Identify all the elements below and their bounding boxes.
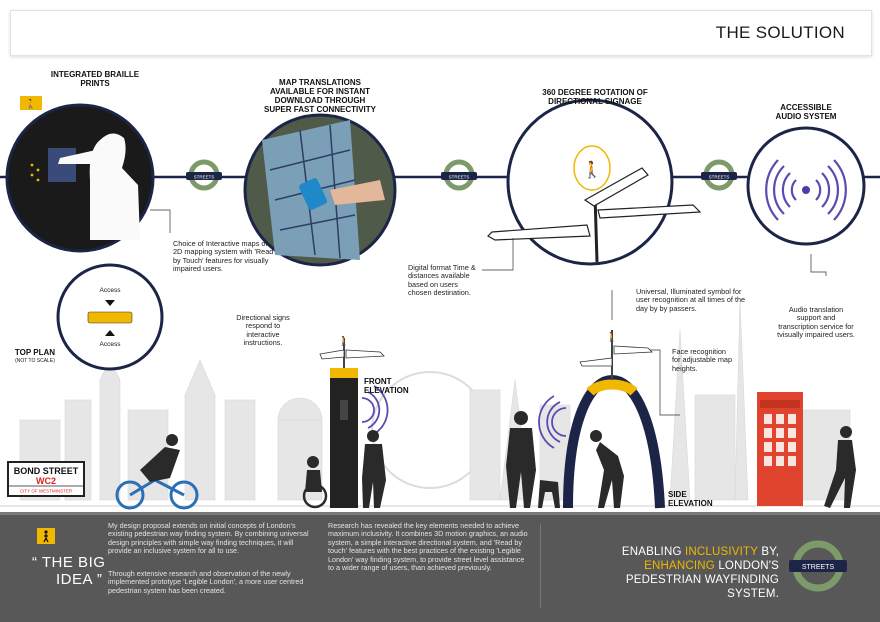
elements-paragraph: Research has revealed the key elements n… [328, 521, 528, 573]
roundel-logo-label: STREETS [802, 564, 835, 571]
tagline-highlight: INCLUSIVITY [685, 546, 758, 558]
streets-roundel-logo: STREETS [789, 540, 847, 592]
intro-paragraph: My design proposal extends on initial co… [108, 521, 309, 556]
roundel-3: STREETS [701, 159, 737, 191]
footer-panel: “ THE BIG IDEA ” My design proposal exte… [0, 512, 880, 622]
tagline-highlight: ENHANCING [644, 560, 715, 572]
note-interactive-maps: Choice of Interactive maps or 2D mapping… [173, 239, 274, 274]
tagline-part: ENABLING [621, 546, 685, 558]
svg-text:🚶: 🚶 [25, 98, 36, 109]
tagline-line-3: PEDESTRIAN WAYFINDING SYSTEM. [625, 574, 779, 600]
street-sign-name: BOND STREET [14, 466, 79, 476]
front-elevation-totem: 🚶 [319, 335, 389, 508]
note-audio-translation: Audio translation support and transcript… [777, 305, 855, 340]
svg-text:🚶: 🚶 [606, 331, 617, 342]
people-silhouettes [115, 411, 856, 510]
audio-system-image [746, 126, 866, 246]
illustration: 🚶 🚶 STREETS STREETS [0, 96, 880, 510]
tagline-part: BY, [757, 546, 779, 558]
label-top-plan: TOP PLAN [14, 348, 56, 357]
svg-text:🚶: 🚶 [582, 160, 602, 179]
streets-pill-label: STREETS [449, 175, 470, 180]
label-rotation: 360 DEGREE ROTATION OF DIRECTIONAL SIGNA… [542, 88, 648, 106]
label-front-elevation: FRONT ELEVATION [364, 377, 409, 395]
note-universal-symbol: Universal, Illuminated symbol for user r… [636, 287, 746, 313]
page-title: THE SOLUTION [715, 23, 845, 42]
label-map: MAP TRANSLATIONS AVAILABLE FOR INSTANT D… [263, 78, 376, 114]
svg-text:🚶: 🚶 [338, 335, 349, 346]
access-top-label: Access [99, 287, 121, 294]
map-image [243, 113, 397, 267]
access-bottom-label: Access [99, 341, 121, 348]
pedestrian-sign-icon [20, 96, 42, 110]
label-audio: ACCESSIBLE AUDIO SYSTEM [775, 103, 837, 121]
tagline: ENABLING INCLUSIVITY BY, ENHANCING LONDO… [597, 545, 779, 601]
telephone-box [757, 392, 803, 506]
label-braille: INTEGRATED BRAILLE PRINTS [50, 70, 140, 88]
label-top-plan-sub: (NOT TO SCALE) [15, 358, 55, 364]
title-bar: THE SOLUTION [10, 10, 872, 56]
top-plan-diagram [56, 263, 164, 371]
note-face-recognition: Face recognition for adjustable map heig… [672, 347, 733, 373]
footer-separator [540, 524, 541, 608]
rotation-signage-image: 🚶 [487, 98, 702, 266]
roundel-2: STREETS [441, 159, 477, 191]
leader-lines [150, 209, 827, 416]
tagline-part: LONDON'S [714, 560, 779, 572]
braille-image [5, 103, 155, 253]
street-sign: BOND STREET WC2 CITY OF WESTMINSTER [7, 461, 85, 497]
street-sign-district: WC2 [36, 476, 56, 486]
street-sign-borough: CITY OF WESTMINSTER [20, 489, 73, 494]
big-idea-heading: “ THE BIG IDEA ” [32, 554, 105, 588]
big-idea-line-2: IDEA ” [56, 571, 103, 588]
pedestrian-icon [37, 528, 55, 544]
note-directional-signs: Directional signs respond to interactive… [236, 313, 290, 348]
note-digital-format: Digital format Time & distances availabl… [408, 263, 476, 298]
big-idea-line-1: “ THE BIG [32, 554, 106, 571]
streets-pill-label: STREETS [709, 175, 730, 180]
research-paragraph: Through extensive research and observati… [108, 569, 304, 595]
side-elevation-arch: 🚶 [538, 330, 665, 509]
footer-divider [0, 512, 880, 515]
roundel-1: STREETS [186, 159, 222, 191]
streets-pill-label: STREETS [194, 175, 215, 180]
label-side-elevation: SIDE ELEVATION [668, 490, 713, 508]
